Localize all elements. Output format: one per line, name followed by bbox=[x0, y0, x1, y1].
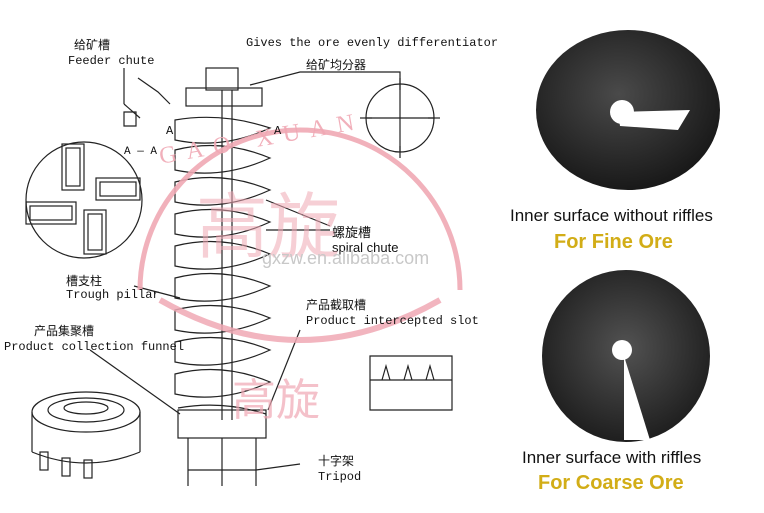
feed-box bbox=[205, 67, 239, 91]
tripod-en: Tripod bbox=[318, 470, 362, 484]
differentiator-cn: 给矿均分器 bbox=[306, 58, 367, 72]
fine-ore-subtitle: For Fine Ore bbox=[554, 231, 673, 253]
trough-pillar-cn: 槽支柱 bbox=[66, 274, 103, 288]
spiral-chute-en: spiral chute bbox=[332, 240, 399, 255]
section-a-left: A bbox=[166, 124, 174, 138]
collection-funnel-en: Product collection funnel bbox=[4, 340, 185, 354]
intercepted-slot-en: Product intercepted slot bbox=[306, 314, 479, 328]
coarse-ore-caption: Inner surface with riffles bbox=[522, 448, 702, 467]
differentiator-en: Gives the ore evenly differentiator bbox=[246, 36, 499, 50]
watermark-cn-bottom: 高旋 bbox=[232, 376, 320, 425]
coarse-ore-subtitle: For Coarse Ore bbox=[538, 472, 684, 494]
collection-funnel-cn: 产品集聚槽 bbox=[34, 324, 95, 338]
product-panel: Inner surface without riffles For Fine O… bbox=[500, 0, 764, 513]
feed-distributor-housing bbox=[185, 87, 263, 107]
watermark-cn-top: 高旋 bbox=[196, 188, 341, 268]
feeder-chute-cn: 给矿槽 bbox=[74, 38, 111, 52]
feeder-chute-en: Feeder chute bbox=[68, 54, 155, 68]
tripod-cn: 十字架 bbox=[318, 454, 355, 468]
section-aa-circle bbox=[25, 141, 143, 259]
trough-pillar-en: Trough pillar bbox=[66, 288, 160, 302]
fine-ore-disc bbox=[536, 30, 720, 190]
watermark-site: gxzw.en.alibaba.com bbox=[262, 248, 430, 268]
section-a-right: A bbox=[274, 124, 282, 138]
watermark bbox=[137, 127, 463, 343]
spiral-chute-cn: 螺旋槽 bbox=[332, 225, 372, 240]
spiral-turns bbox=[174, 116, 272, 415]
section-aa-label: A — A bbox=[124, 146, 158, 158]
intercepted-slot-cn: 产品截取槽 bbox=[306, 298, 367, 312]
coarse-ore-disc bbox=[542, 270, 710, 442]
fine-ore-caption: Inner surface without riffles bbox=[510, 206, 713, 225]
